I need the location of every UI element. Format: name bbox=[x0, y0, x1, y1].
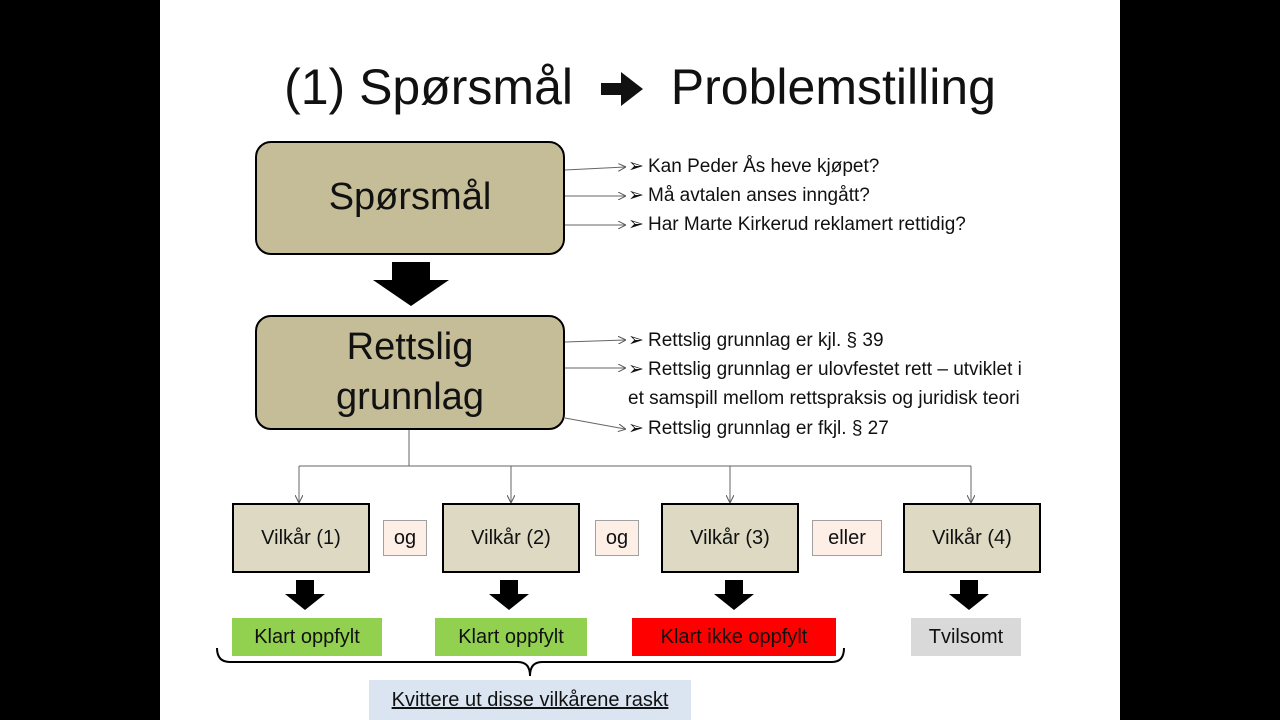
slide: (1) Spørsmål Problemstilling Spørsmål Re… bbox=[160, 0, 1120, 720]
summary-label: Kvittere ut disse vilkårene raskt bbox=[369, 680, 691, 720]
question-box-label: Spørsmål bbox=[328, 176, 492, 219]
conjunction-1: og bbox=[383, 520, 427, 556]
legal-basis-box: Rettslig grunnlag bbox=[255, 315, 565, 430]
down-arrow-icon bbox=[489, 580, 529, 610]
conjunction-2: og bbox=[595, 520, 639, 556]
result-4: Tvilsomt bbox=[911, 618, 1021, 656]
bullet-arrow-icon: ➢ bbox=[628, 185, 644, 206]
result-2: Klart oppfylt bbox=[435, 618, 587, 656]
conjunction-3: eller bbox=[812, 520, 882, 556]
legal-bullet-2: ➢Rettslig grunnlag er ulovfestet rett – … bbox=[628, 355, 1022, 385]
legal-bullet-3: ➢Rettslig grunnlag er fkjl. § 27 bbox=[628, 414, 889, 444]
condition-2: Vilkår (2) bbox=[442, 503, 580, 573]
connector-lines bbox=[216, 0, 989, 677]
condition-1: Vilkår (1) bbox=[232, 503, 370, 573]
legal-bullet-1: ➢Rettslig grunnlag er kjl. § 39 bbox=[628, 326, 884, 356]
title-prefix: (1) Spørsmål bbox=[284, 59, 573, 115]
connector-l3 bbox=[564, 417, 625, 429]
connector-q1 bbox=[564, 167, 625, 170]
legal-basis-label-line2: grunnlag bbox=[336, 375, 484, 418]
legal-basis-label-line1: Rettslig bbox=[346, 326, 474, 369]
down-arrow-icon bbox=[373, 262, 449, 306]
question-bullet-3: ➢Har Marte Kirkerud reklamert rettidig? bbox=[628, 210, 966, 240]
question-box: Spørsmål bbox=[255, 141, 565, 255]
question-bullet-1: ➢Kan Peder Ås heve kjøpet? bbox=[628, 152, 879, 182]
slide-title: (1) Spørsmål Problemstilling bbox=[160, 58, 1120, 116]
curly-brace bbox=[216, 647, 845, 677]
arrow-right-icon bbox=[600, 60, 643, 106]
title-suffix: Problemstilling bbox=[670, 59, 996, 115]
bullet-arrow-icon: ➢ bbox=[628, 214, 644, 235]
down-arrow-icon bbox=[285, 580, 325, 610]
bullet-arrow-icon: ➢ bbox=[628, 156, 644, 177]
bullet-arrow-icon: ➢ bbox=[628, 418, 644, 439]
question-bullet-2: ➢Må avtalen anses inngått? bbox=[628, 181, 870, 211]
condition-3: Vilkår (3) bbox=[661, 503, 799, 573]
down-arrow-icon bbox=[949, 580, 989, 610]
connector-l1 bbox=[564, 340, 625, 342]
result-3: Klart ikke oppfylt bbox=[632, 618, 836, 656]
down-arrow-icon bbox=[714, 580, 754, 610]
legal-bullet-2-continued: et samspill mellom rettspraksis og jurid… bbox=[628, 388, 1020, 409]
condition-4: Vilkår (4) bbox=[903, 503, 1041, 573]
bullet-arrow-icon: ➢ bbox=[628, 359, 644, 380]
result-1: Klart oppfylt bbox=[232, 618, 382, 656]
bullet-arrow-icon: ➢ bbox=[628, 330, 644, 351]
